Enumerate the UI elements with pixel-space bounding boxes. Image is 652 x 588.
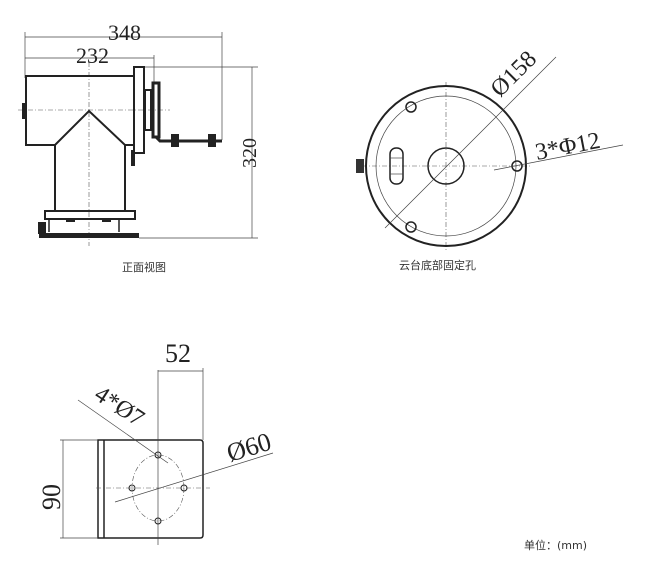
mount-hole xyxy=(405,101,417,113)
dimension-232: 232 xyxy=(25,43,155,82)
dim-4x7-label: 4*Ø7 xyxy=(90,381,149,432)
bracket-hole xyxy=(154,451,162,459)
dim-348-label: 348 xyxy=(108,20,141,45)
dim-320-label: 320 xyxy=(239,138,261,168)
front-view: 348 232 320 正面视图 xyxy=(18,20,261,274)
bracket-view: 52 4*Ø7 Ø60 90 xyxy=(37,339,275,545)
bracket-hole xyxy=(128,484,136,492)
dim-90-label: 90 xyxy=(37,484,66,510)
dimension-348: 348 xyxy=(24,20,223,140)
dim-holes-label: 3*Φ12 xyxy=(533,128,602,166)
dimension-320: 320 xyxy=(139,66,261,239)
units-label: 单位：(mm) xyxy=(524,538,587,552)
mount-hole xyxy=(511,160,523,172)
base-view-caption: 云台底部固定孔 xyxy=(399,258,476,272)
camera-body xyxy=(22,66,222,238)
dim-158-label: Ø158 xyxy=(486,46,542,102)
base-view: Ø158 3*Φ12 云台底部固定孔 xyxy=(356,46,624,272)
dim-60-label: Ø60 xyxy=(223,427,274,468)
dim-52-label: 52 xyxy=(165,339,191,368)
bracket-hole xyxy=(154,517,162,525)
dim-232-label: 232 xyxy=(76,43,109,68)
mount-hole xyxy=(405,221,417,233)
bracket-hole xyxy=(180,484,188,492)
front-view-caption: 正面视图 xyxy=(122,260,166,274)
